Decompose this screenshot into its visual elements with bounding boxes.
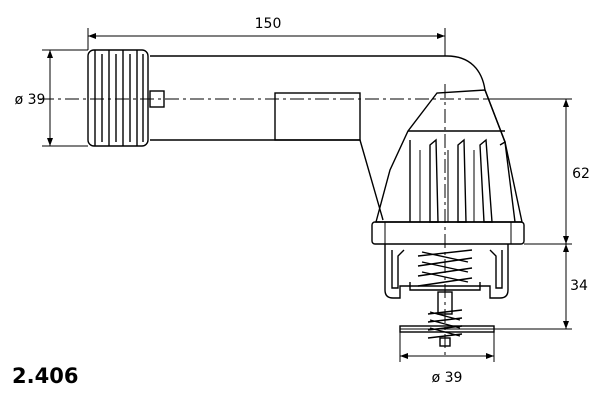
hose-nozzle bbox=[87, 49, 149, 147]
dimension-inlet-diameter bbox=[42, 49, 88, 147]
dimension-length bbox=[87, 28, 446, 56]
pipe-body bbox=[149, 55, 506, 221]
upper-height-label: 62 bbox=[572, 166, 590, 182]
center-lines bbox=[40, 84, 560, 356]
dimension-lower-height bbox=[494, 244, 572, 330]
lower-height-label: 34 bbox=[570, 278, 588, 294]
outlet-diameter-label: ø 39 bbox=[432, 370, 463, 386]
dimension-outlet-diameter bbox=[399, 332, 495, 362]
inlet-diameter-label: ø 39 bbox=[15, 92, 46, 108]
part-number: 2.406 bbox=[12, 364, 78, 388]
thermostat-housing bbox=[375, 89, 523, 223]
thermostat-insert bbox=[384, 244, 509, 347]
length-label: 150 bbox=[255, 16, 282, 32]
dimension-upper-height bbox=[485, 98, 572, 245]
mounting-flange bbox=[371, 221, 525, 245]
